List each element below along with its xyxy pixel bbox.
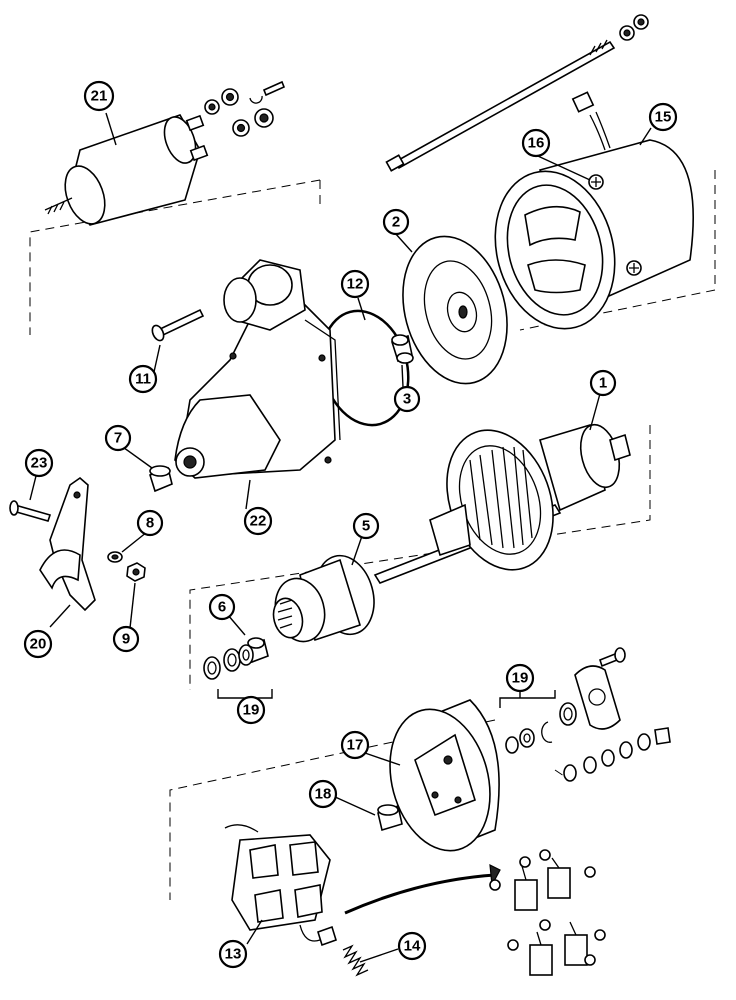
svg-text:21: 21 bbox=[91, 88, 108, 105]
shift-fork-part-20 bbox=[39, 476, 96, 612]
svg-text:14: 14 bbox=[404, 938, 421, 955]
callout-11: 11 bbox=[128, 364, 158, 394]
nut-part-9 bbox=[126, 562, 146, 582]
bushing-part-7 bbox=[149, 465, 173, 493]
drive-housing-part-22 bbox=[174, 259, 341, 479]
svg-text:5: 5 bbox=[362, 518, 370, 535]
svg-text:15: 15 bbox=[655, 109, 672, 126]
svg-text:18: 18 bbox=[315, 786, 332, 803]
brush-spring-part-16 bbox=[342, 944, 369, 977]
callout-8: 8 bbox=[136, 509, 164, 537]
svg-text:1: 1 bbox=[599, 375, 607, 392]
bushing-part-3 bbox=[391, 334, 414, 364]
svg-text:9: 9 bbox=[122, 631, 130, 648]
callout-3: 3 bbox=[393, 385, 421, 413]
callout-16: 14 bbox=[397, 931, 427, 961]
callout-19-right: 19 bbox=[505, 663, 535, 693]
screw-part-11 bbox=[151, 308, 205, 342]
svg-text:11: 11 bbox=[135, 371, 151, 388]
callout-7: 7 bbox=[104, 424, 132, 452]
pivot-bolt-part-23 bbox=[9, 500, 52, 522]
callout-23: 23 bbox=[24, 448, 54, 478]
armature-part-1 bbox=[373, 423, 631, 584]
svg-text:2: 2 bbox=[392, 214, 400, 231]
washers-part-19-right bbox=[505, 702, 671, 782]
svg-text:7: 7 bbox=[114, 430, 122, 447]
drive-clutch-part-5 bbox=[272, 554, 375, 643]
callout-9: 9 bbox=[112, 625, 140, 653]
solenoid-part-21 bbox=[44, 80, 286, 226]
cover-plate bbox=[574, 647, 626, 730]
svg-text:22: 22 bbox=[250, 513, 267, 530]
svg-text:19: 19 bbox=[512, 670, 529, 687]
callout-6: 6 bbox=[208, 593, 236, 621]
end-plate-part-2 bbox=[402, 235, 508, 385]
callout-13: 15 bbox=[648, 102, 678, 132]
svg-text:3: 3 bbox=[403, 391, 411, 408]
callout-20: 20 bbox=[23, 629, 53, 659]
callout-22: 22 bbox=[243, 506, 273, 536]
svg-text:20: 20 bbox=[30, 636, 47, 653]
callout-12: 12 bbox=[340, 269, 370, 299]
callout-15: 13 bbox=[218, 939, 248, 969]
svg-text:16: 16 bbox=[528, 135, 545, 152]
callout-19-left: 19 bbox=[236, 695, 266, 725]
callout-18: 18 bbox=[308, 779, 338, 809]
callout-5: 5 bbox=[352, 512, 380, 540]
commutator-end-frame-part-17 bbox=[389, 699, 500, 852]
callout-21: 21 bbox=[83, 80, 115, 112]
svg-text:17: 17 bbox=[347, 737, 364, 754]
washer-part-8 bbox=[107, 551, 123, 563]
callout-2: 2 bbox=[382, 208, 410, 236]
callout-1: 1 bbox=[589, 369, 617, 397]
svg-text:13: 13 bbox=[225, 946, 242, 963]
assembly-guide-lines bbox=[29, 170, 716, 900]
callout-17: 17 bbox=[340, 730, 370, 760]
svg-text:12: 12 bbox=[347, 276, 364, 293]
through-bolt bbox=[385, 14, 649, 172]
callout-14: 16 bbox=[521, 128, 551, 158]
brush-set bbox=[344, 849, 606, 976]
washers-part-19-left bbox=[203, 644, 254, 680]
field-frame-part-13 bbox=[494, 91, 694, 330]
bushing-part-18 bbox=[377, 804, 403, 832]
svg-text:23: 23 bbox=[31, 455, 48, 472]
brush-holder-part-15 bbox=[224, 824, 337, 947]
svg-text:8: 8 bbox=[146, 515, 154, 532]
svg-text:6: 6 bbox=[218, 599, 226, 616]
svg-text:19: 19 bbox=[243, 702, 260, 719]
